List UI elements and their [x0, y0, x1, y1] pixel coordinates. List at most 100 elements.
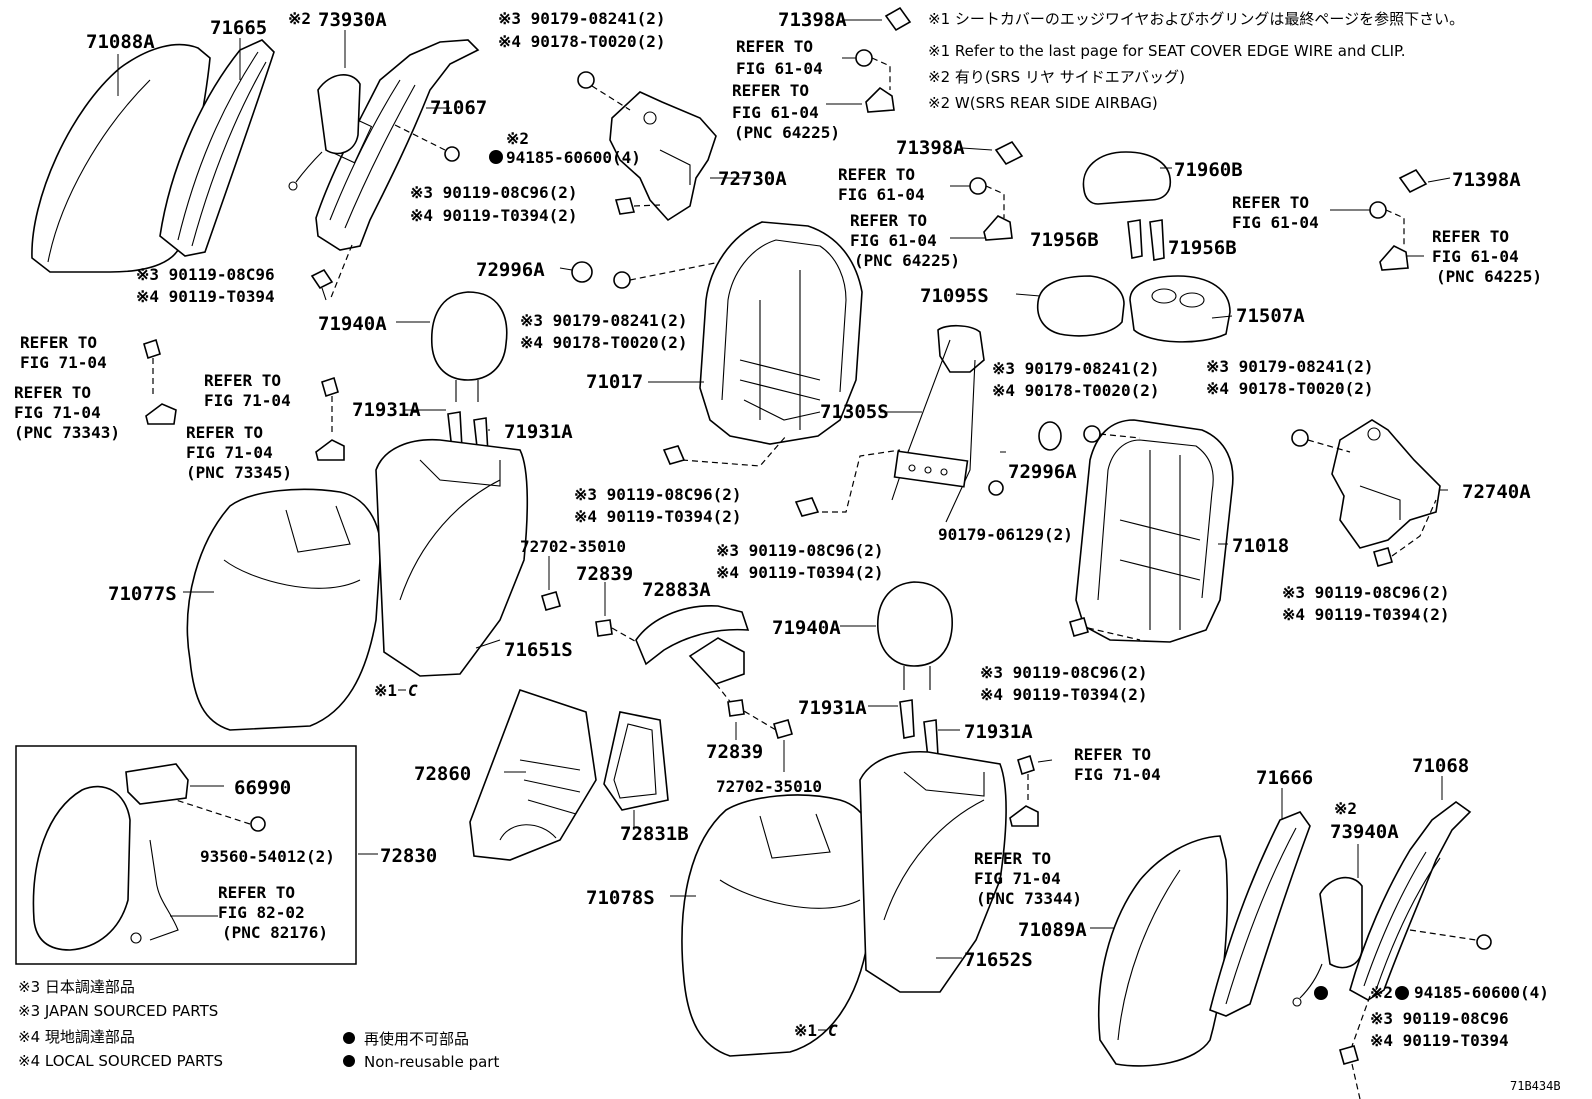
label-71088A: 71088A: [86, 31, 155, 53]
part-71651S-drawing: [375, 438, 529, 677]
label-71077S: 71077S: [108, 583, 177, 605]
label-90119-08c96-b: ※3 90119-08C96: [136, 265, 275, 284]
part-71665-drawing: [159, 39, 275, 257]
label-90178-t0020-mid: ※4 90178-T0020(2): [520, 333, 688, 352]
label-refer-to-3: REFER TO: [838, 165, 915, 184]
label-72883A: 72883A: [642, 579, 711, 601]
label-72730A: 72730A: [718, 168, 787, 190]
label-71931A-1: 71931A: [352, 399, 421, 421]
label-71017: 71017: [586, 371, 643, 393]
label-71078S: 71078S: [586, 887, 655, 909]
leader-fig61-3: [1385, 209, 1405, 248]
label-90119-08c96-c: ※3 90119-08C96(2): [574, 485, 742, 504]
label-refer-to-7: REFER TO: [20, 333, 97, 352]
clip-fig61-2-drawing: [983, 215, 1013, 241]
leader-93560: [175, 799, 251, 825]
part-71078S-drawing: [681, 794, 878, 1057]
legend: ※3 日本調達部品 ※3 JAPAN SOURCED PARTS ※4 現地調達…: [18, 978, 1561, 1093]
label-72740A: 72740A: [1462, 481, 1531, 503]
label-71940A-2: 71940A: [772, 617, 841, 639]
leader-72730A-bolt: [633, 204, 661, 207]
leader-72730A-nut: [591, 85, 631, 111]
bolt-71018-drawing: [1069, 617, 1089, 637]
bolt-fig71-1-drawing: [143, 338, 161, 360]
label-71931A-3: 71931A: [798, 697, 867, 719]
label-refer-to-5: REFER TO: [1232, 193, 1309, 212]
note2-ja: ※2 有り(SRS リヤ サイドエアバッグ): [928, 68, 1185, 86]
label-pnc-73344: (PNC 73344): [976, 889, 1082, 908]
label-66990: 66990: [234, 777, 291, 799]
label-90119-t0394-c: ※4 90119-T0394(2): [574, 507, 742, 526]
clip-fig61-3-drawing: [1379, 245, 1409, 271]
leader-71068-nut: [1409, 929, 1477, 941]
label-refer-to-12: REFER TO: [1074, 745, 1151, 764]
legend-non-reusable-dot-en: [343, 1055, 355, 1067]
label-90119-08c96-e: ※3 90119-08C96(2): [1282, 583, 1450, 602]
part-71940A-2-drawing: [877, 581, 953, 690]
label-71067: 71067: [430, 97, 487, 119]
leader-72839-1: [611, 627, 641, 645]
label-71665: 71665: [210, 17, 267, 39]
label-71931A-4: 71931A: [964, 721, 1033, 743]
nut-71017-drawing: [613, 271, 631, 289]
label-refer-to-11: REFER TO: [218, 883, 295, 902]
note1-en: ※1 Refer to the last page for SEAT COVER…: [928, 42, 1405, 60]
label-90119-08c96-g: ※3 90119-08C96: [1370, 1009, 1509, 1028]
part-71018-drawing: [1075, 419, 1234, 643]
legend-non-reusable-ja: 再使用不可部品: [364, 1030, 469, 1048]
nut-fig61-1-drawing: [855, 49, 873, 67]
label-71651S: 71651S: [504, 639, 573, 661]
label-fig-71-04-4: FIG 71-04: [186, 443, 273, 462]
label-fig-61-04-5: FIG 61-04: [1232, 213, 1319, 232]
clip-71398A-1-drawing: [884, 6, 912, 32]
nut-90179-06129-drawing: [988, 480, 1004, 496]
label-pnc-64225-3: (PNC 64225): [1436, 267, 1542, 286]
part-66990-drawing: [125, 763, 189, 805]
label-fig-71-04-2: FIG 71-04: [14, 403, 101, 422]
label-72996A-1: 72996A: [476, 259, 545, 281]
label-90178-t0020-top: ※4 90178-T0020(2): [498, 32, 666, 51]
label-fig-71-04-5: FIG 71-04: [1074, 765, 1161, 784]
clip-fig71-3-drawing: [1009, 805, 1039, 827]
label-71956B-2: 71956B: [1168, 237, 1237, 259]
label-90119-t0394-d: ※4 90119-T0394(2): [716, 563, 884, 582]
non-reusable-marker-right: [1314, 986, 1328, 1000]
label-72839-2: 72839: [706, 741, 763, 763]
non-reusable-marker-label-right: [1395, 986, 1409, 1000]
clip-71398A-3-drawing: [1398, 168, 1428, 194]
label-refer-to-10: REFER TO: [186, 423, 263, 442]
part-71931A-3-drawing: [899, 699, 915, 739]
label-90119-08c96-d: ※3 90119-08C96(2): [716, 541, 884, 560]
part-72883A-drawing: [635, 605, 750, 685]
clip-fig61-1-drawing: [865, 86, 895, 113]
label-90179-08241-r1: ※3 90179-08241(2): [992, 359, 1160, 378]
label-refer-to-9: REFER TO: [204, 371, 281, 390]
label-71068: 71068: [1412, 755, 1469, 777]
label-90119-t0394-b: ※4 90119-T0394: [136, 287, 275, 306]
bolt-72740A-drawing: [1373, 547, 1393, 567]
leader-fig61-2: [985, 185, 1005, 218]
part-71077S-drawing: [186, 488, 382, 731]
nut-fig61-3-drawing: [1369, 201, 1387, 219]
label-72702-35010-2: 72702-35010: [716, 777, 822, 796]
label-fig-61-04-4: FIG 61-04: [850, 231, 937, 250]
leader-71018-nut: [1099, 433, 1141, 439]
label-71956B-1: 71956B: [1030, 229, 1099, 251]
illustration-code: 71B434B: [1510, 1079, 1561, 1093]
part-labels: 71088A 71665 ※2 73930A 71067 ※2 94185-60…: [14, 9, 1549, 1050]
label-90178-t0020-r1: ※4 90178-T0020(2): [992, 381, 1160, 400]
label-72702-35010-1: 72702-35010: [520, 537, 626, 556]
note1-ja: ※1 シートカバーのエッジワイヤおよびホグリングは最終ページを参照下さい。: [928, 10, 1464, 28]
part-72702-35010-2-drawing: [773, 719, 793, 739]
part-71956B-drawing: [1127, 219, 1165, 261]
label-94185-60600-right: 94185-60600(4): [1414, 983, 1549, 1002]
legend-non-reusable-en: Non-reusable part: [364, 1053, 499, 1071]
label-71652S: 71652S: [964, 949, 1033, 971]
label-pnc-82176: (PNC 82176): [222, 923, 328, 942]
label-71398A-3: 71398A: [1452, 169, 1521, 191]
label-72831B: 72831B: [620, 823, 689, 845]
leader-71018-bolt: [1087, 627, 1141, 641]
clip-71398A-2-drawing: [994, 140, 1024, 166]
inset-72830-box: [15, 745, 357, 965]
part-71507A-drawing: [1129, 275, 1231, 343]
